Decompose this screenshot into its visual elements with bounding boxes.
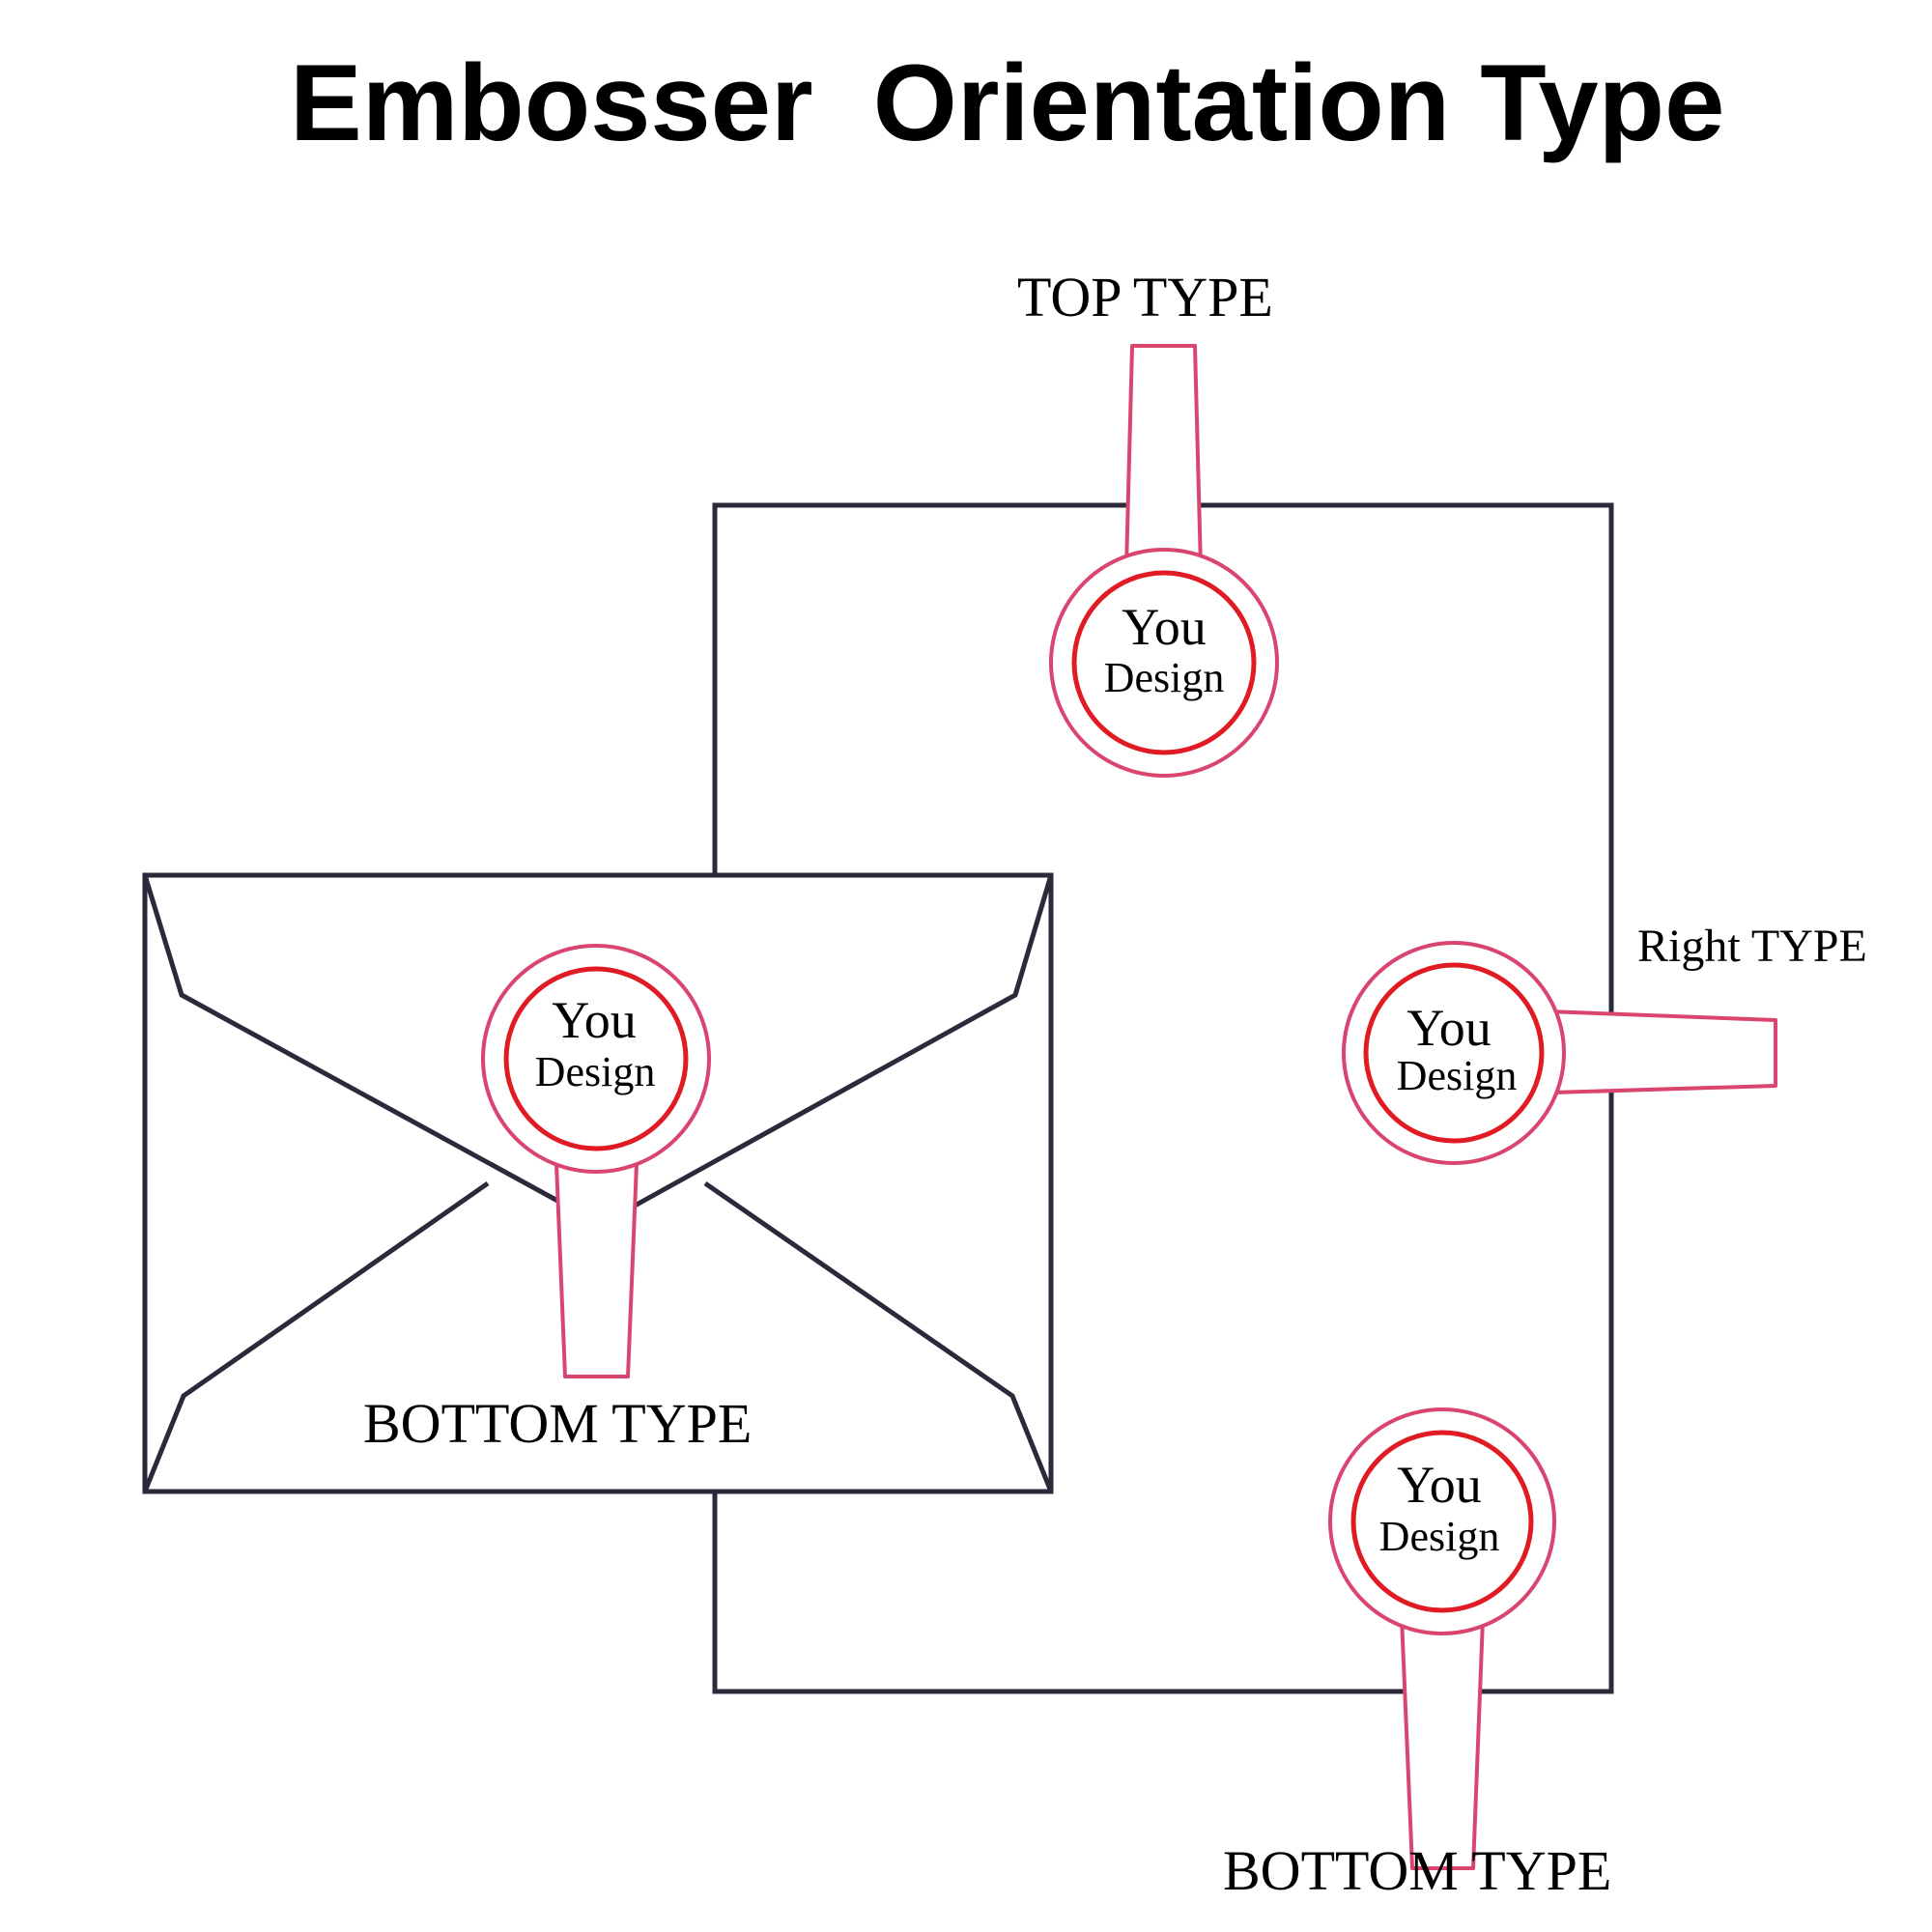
envelope-top-flap: [142, 874, 1054, 1212]
envelope-seal-inner-ring: [503, 966, 689, 1151]
top-type-label: TOP TYPE: [1017, 266, 1273, 328]
right-seal-text-you: You: [1406, 999, 1492, 1057]
top-seal: You Design: [1049, 548, 1279, 778]
right-type-label: Right TYPE: [1637, 921, 1867, 972]
page-title: Embosser Orientation Type: [290, 43, 1724, 163]
bottom-paper-seal-inner-ring: [1350, 1430, 1534, 1613]
bottom-envelope-type-label: BOTTOM TYPE: [363, 1392, 752, 1455]
top-seal-handle: [1124, 344, 1203, 570]
envelope-bottom-fold-right: [703, 1180, 1054, 1492]
top-seal-inner-ring: [1071, 570, 1257, 755]
top-seal-text-you: You: [1122, 598, 1207, 656]
envelope-seal: You Design: [481, 944, 711, 1174]
envelope-bottom-fold-left: [142, 1180, 490, 1492]
bottom-paper-type-label: BOTTOM TYPE: [1223, 1839, 1611, 1902]
right-seal-text-design: Design: [1397, 1052, 1518, 1099]
bottom-paper-seal: You Design: [1328, 1407, 1556, 1635]
bottom-paper-seal-text-design: Design: [1379, 1513, 1500, 1560]
right-seal-inner-ring: [1363, 962, 1545, 1144]
bottom-paper-seal-text-you: You: [1397, 1456, 1482, 1514]
envelope-seal-text-design: Design: [535, 1048, 656, 1095]
right-seal: You Design: [1342, 941, 1566, 1165]
envelope-seal-text-you: You: [552, 991, 637, 1049]
envelope-seal-handle: [554, 1138, 639, 1378]
top-seal-text-design: Design: [1104, 654, 1225, 701]
